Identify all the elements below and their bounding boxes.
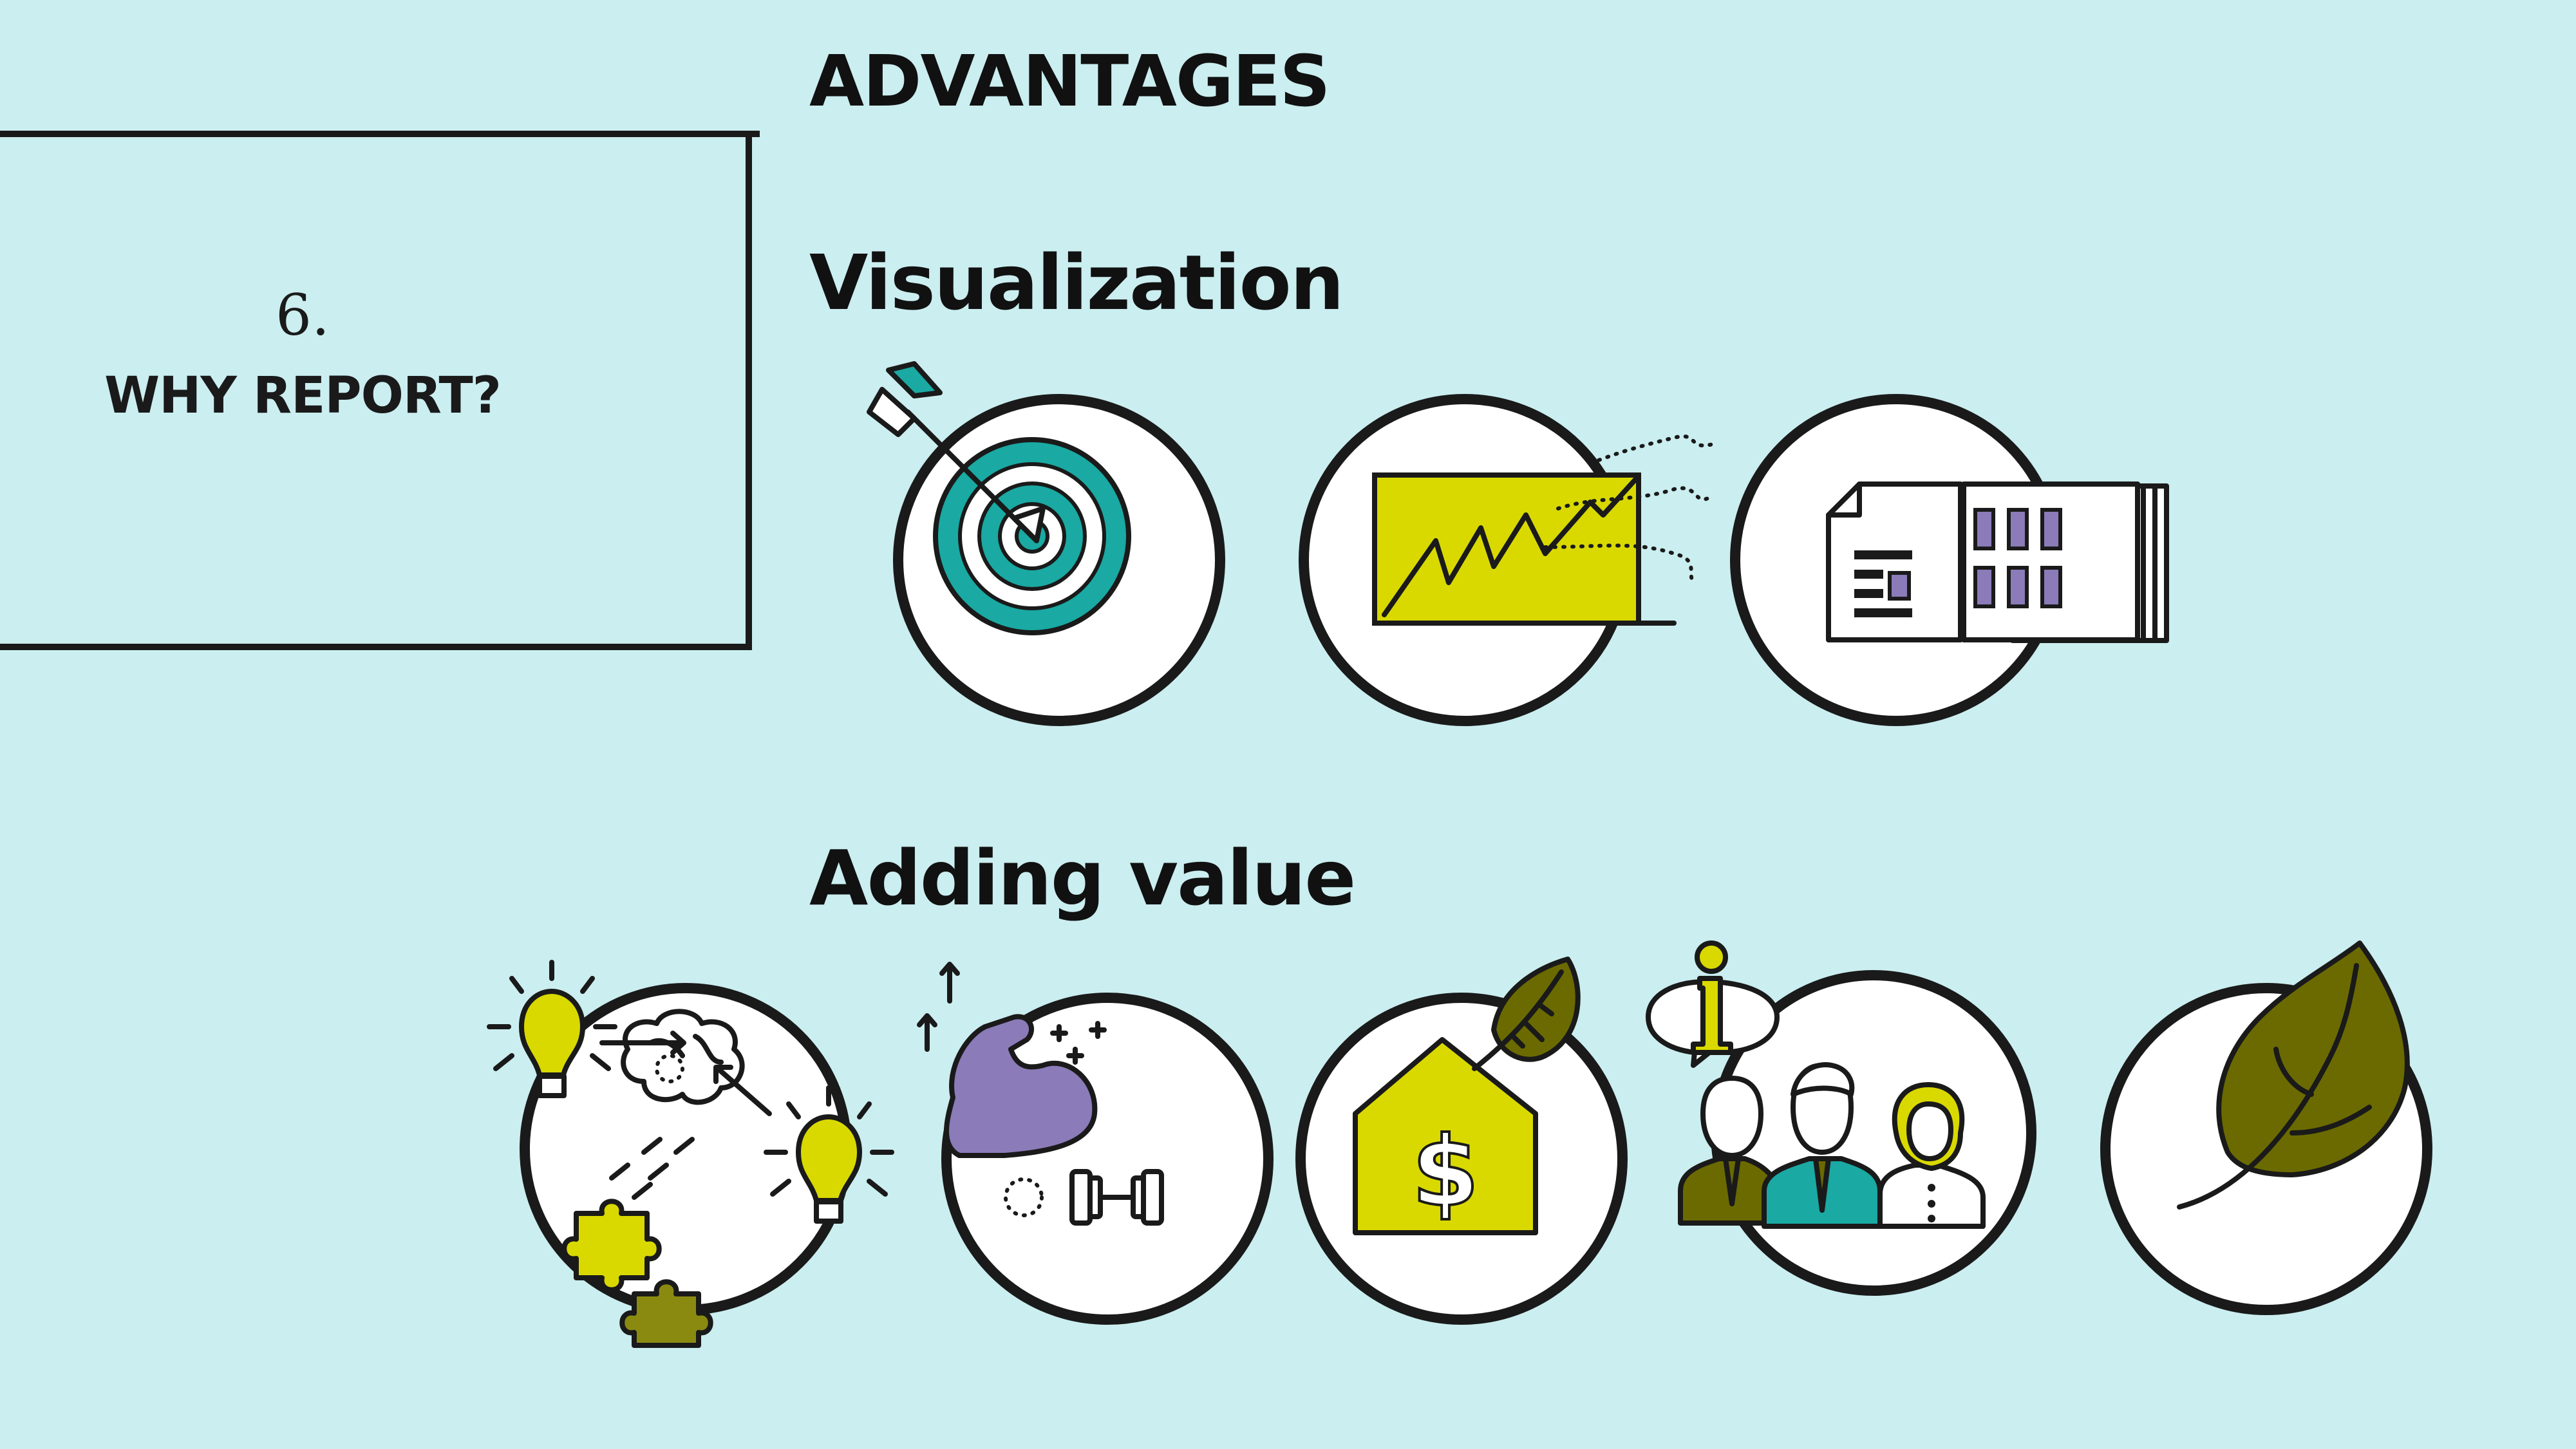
ideas-puzzle-icon bbox=[487, 960, 894, 1348]
dollar-sign-icon: $ bbox=[1412, 1116, 1479, 1228]
adding-value-heading: Adding value bbox=[809, 834, 1356, 922]
strength-fitness-icon bbox=[917, 962, 1274, 1325]
rising-chart-icon bbox=[1299, 394, 1715, 726]
people-information-icon bbox=[1646, 940, 2036, 1296]
report-documents-icon bbox=[1730, 394, 2169, 726]
section-title: WHY REPORT? bbox=[104, 367, 502, 425]
advantages-heading: ADVANTAGES bbox=[809, 40, 1331, 122]
section-box bbox=[0, 131, 752, 650]
money-house-icon: $ bbox=[1295, 957, 1628, 1325]
visualization-heading: Visualization bbox=[809, 238, 1344, 327]
leaf-icon bbox=[2100, 940, 2432, 1315]
section-number: 6. bbox=[276, 282, 330, 348]
target-arrow-icon bbox=[867, 361, 1225, 726]
